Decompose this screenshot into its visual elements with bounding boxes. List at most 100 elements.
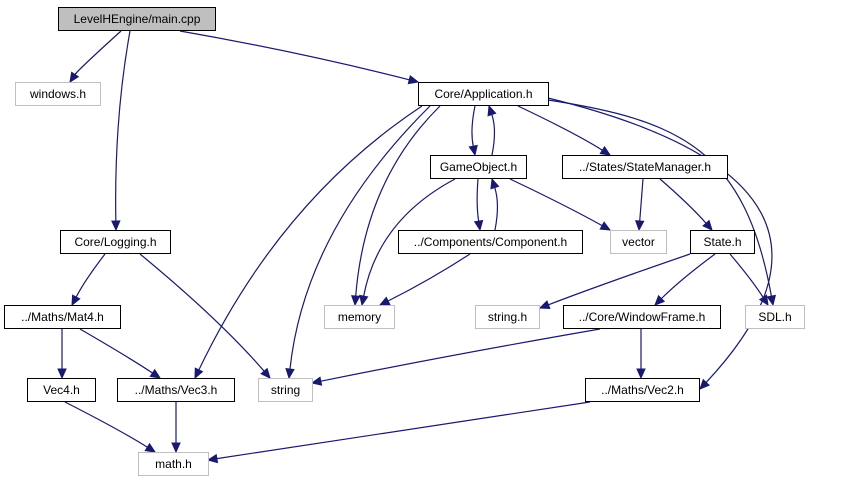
node-vector[interactable]: vector [610,230,667,254]
arrowhead-icon [599,145,612,156]
node-main[interactable]: LevelHEngine/main.cpp [58,7,216,31]
edge-vec2-to-math [206,401,591,464]
node-box [117,378,235,402]
node-label: GameObject.h [440,160,517,174]
node-sdl[interactable]: SDL.h [745,305,805,329]
arrowhead-icon [635,220,645,232]
edge-line [547,99,772,297]
edge-line [363,178,456,297]
edge-state-to-windowframe [654,253,716,306]
edge-line [198,105,423,371]
edge-main-to-application [179,30,420,85]
node-memory[interactable]: memory [324,305,395,329]
node-label: ../Maths/Vec3.h [135,383,218,397]
node-label: vector [622,235,655,249]
edge-line [355,105,441,297]
arrowhead-icon [473,219,484,232]
node-statemanager[interactable]: ../States/StateManager.h [562,155,728,179]
node-box [138,452,209,476]
arrowhead-icon [699,378,710,390]
node-gameobject[interactable]: GameObject.h [430,155,527,179]
edge-component-to-gameobject [490,177,500,231]
node-application[interactable]: Core/Application.h [418,82,549,106]
edge-logging-to-mat4 [71,253,106,307]
edge-line [639,178,644,222]
arrowhead-icon [171,442,181,454]
arrowhead-icon [599,221,612,231]
node-box [258,378,313,402]
node-box [27,378,96,402]
edge-line [216,401,591,460]
edge-mat4-to-vec4 [57,329,67,380]
edge-application-to-statemanager [517,105,612,156]
arrowhead-icon [71,294,81,307]
arrowhead-icon [149,368,162,379]
edges-layer [57,30,777,464]
arrowhead-icon [57,368,67,380]
node-mat4[interactable]: ../Maths/Mat4.h [4,305,121,329]
node-vec4[interactable]: Vec4.h [27,378,96,402]
node-box [398,230,583,254]
node-component[interactable]: ../Components/Component.h [398,230,583,254]
edge-line [75,253,106,298]
node-math[interactable]: math.h [138,452,209,476]
edge-component-to-memory [378,253,471,306]
node-vec2[interactable]: ../Maths/Vec2.h [585,378,700,402]
edge-line [289,105,431,370]
arrowhead-icon [758,294,769,307]
edge-line [517,105,603,151]
edge-state-to-sdl [729,253,769,307]
arrowhead-icon [111,220,121,232]
edge-line [509,178,603,227]
node-label: ../States/StateManager.h [579,160,711,174]
edge-line [659,178,707,224]
arrowhead-icon [378,296,391,306]
edge-line [471,105,476,147]
edge-line [79,328,153,374]
edge-windowframe-to-string [310,328,601,386]
node-state[interactable]: State.h [690,230,755,254]
nodes-layer: LevelHEngine/main.cpp windows.h Core/Appli… [4,7,805,476]
node-stringh[interactable]: string.h [475,305,540,329]
arrowhead-icon [144,442,157,453]
edge-line [548,253,691,306]
edge-line [139,253,265,372]
edge-main-to-logging [111,30,131,232]
node-label: SDL.h [758,310,791,324]
arrowhead-icon [538,300,551,310]
node-windowframe[interactable]: ../Core/WindowFrame.h [563,305,721,329]
node-windows[interactable]: windows.h [15,82,101,106]
node-label: ../Maths/Vec2.h [601,383,684,397]
node-box [475,305,540,329]
node-vec3[interactable]: ../Maths/Vec3.h [117,378,235,402]
arrowhead-icon [468,144,478,157]
edge-application-to-memory [351,105,441,307]
arrowhead-icon [194,367,204,380]
edge-line [547,97,773,383]
node-box [610,230,667,254]
arrowhead-icon [702,219,713,231]
edge-line [320,328,601,382]
edge-application-to-string [285,105,431,380]
node-label: ../Components/Component.h [414,235,567,249]
edge-line [179,30,410,81]
node-box [418,82,549,106]
node-label: Core/Logging.h [74,235,156,249]
node-box [690,230,755,254]
arrowhead-icon [310,376,323,386]
edge-application-to-gameobject [468,105,478,157]
edge-line [494,187,499,231]
arrowhead-icon [359,294,369,307]
node-label: Core/Application.h [434,87,532,101]
node-logging[interactable]: Core/Logging.h [60,230,171,254]
node-label: Vec4.h [43,383,80,397]
edge-gameobject-to-vector [509,178,612,231]
node-box [324,305,395,329]
node-label: ../Core/WindowFrame.h [579,310,706,324]
node-string[interactable]: string [258,378,313,402]
edge-line [660,253,716,300]
arrowhead-icon [285,368,295,380]
node-box [430,155,527,179]
node-box [4,305,121,329]
